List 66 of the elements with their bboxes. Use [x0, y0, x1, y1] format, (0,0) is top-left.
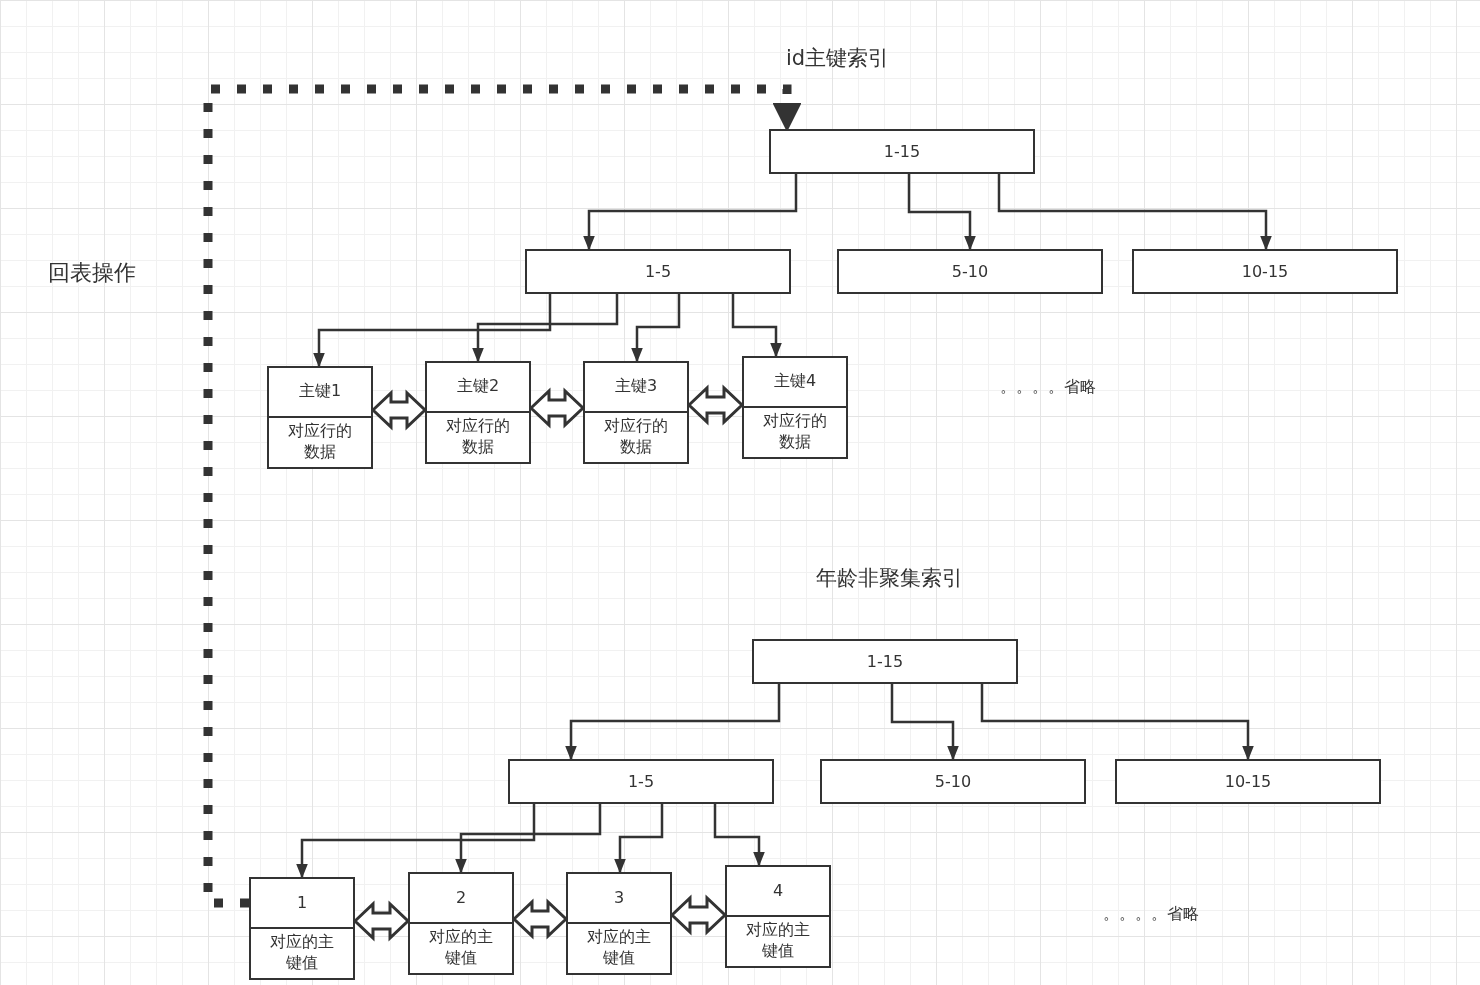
arrow	[472, 294, 619, 363]
record-box	[583, 361, 689, 464]
record-value: 对应的主键值	[428, 927, 494, 970]
double-block-arrow	[686, 384, 745, 426]
record-box	[566, 872, 672, 975]
arrow	[713, 804, 765, 867]
edge-label: 回表操作	[48, 259, 136, 287]
range-label: 5-10	[951, 262, 989, 281]
range-label: 10-15	[1224, 772, 1272, 791]
arrow	[565, 684, 781, 761]
record-key: 2	[455, 888, 467, 908]
range-label: 1-15	[883, 142, 921, 161]
record-value: 对应行的数据	[762, 411, 828, 454]
record-box	[425, 361, 531, 464]
double-block-arrow	[511, 898, 569, 940]
index-node-box	[525, 249, 791, 294]
arrow	[313, 294, 552, 368]
index-node-box	[820, 759, 1086, 804]
arrow	[455, 804, 602, 874]
record-value: 对应的主键值	[586, 927, 652, 970]
index-node-box	[1132, 249, 1398, 294]
range-label: 10-15	[1241, 262, 1289, 281]
record-key: 主键4	[773, 371, 817, 393]
double-block-arrow	[352, 900, 411, 942]
record-key: 1	[296, 893, 308, 913]
double-block-arrow	[528, 387, 586, 429]
record-key: 4	[772, 881, 784, 901]
index-node-box	[1115, 759, 1381, 804]
double-block-arrow	[370, 389, 428, 431]
record-key: 主键3	[614, 376, 658, 398]
record-value: 对应的主键值	[745, 920, 811, 963]
range-label: 1-5	[644, 262, 672, 281]
arrow	[631, 294, 681, 363]
record-box	[408, 872, 514, 975]
arrow	[890, 684, 959, 761]
arrow	[907, 174, 976, 251]
index-node-box	[837, 249, 1103, 294]
arrow	[583, 174, 798, 251]
index-node-box	[769, 129, 1035, 174]
record-value: 对应的主键值	[269, 932, 335, 975]
index-node-box	[508, 759, 774, 804]
record-box	[267, 366, 373, 469]
record-box	[725, 865, 831, 968]
arrow	[731, 294, 782, 358]
dotted-arrow	[203, 84, 802, 908]
record-key: 主键2	[456, 376, 500, 398]
range-label: 1-5	[627, 772, 655, 791]
record-box	[742, 356, 848, 459]
index-title: id主键索引	[786, 45, 890, 72]
note-text: 。。。。省略	[1103, 904, 1199, 925]
arrow	[980, 684, 1254, 761]
record-box	[249, 877, 355, 980]
arrow	[614, 804, 664, 874]
index-title: 年龄非聚集索引	[816, 565, 963, 592]
arrow	[296, 804, 536, 879]
arrow	[997, 174, 1272, 251]
double-block-arrow	[669, 894, 728, 936]
record-value: 对应行的数据	[603, 416, 669, 459]
index-node-box	[752, 639, 1018, 684]
note-text: 。。。。省略	[1000, 377, 1096, 398]
record-value: 对应行的数据	[287, 421, 353, 464]
range-label: 1-15	[866, 652, 904, 671]
range-label: 5-10	[934, 772, 972, 791]
record-value: 对应行的数据	[445, 416, 511, 459]
record-key: 主键1	[298, 381, 342, 403]
record-key: 3	[613, 888, 625, 908]
